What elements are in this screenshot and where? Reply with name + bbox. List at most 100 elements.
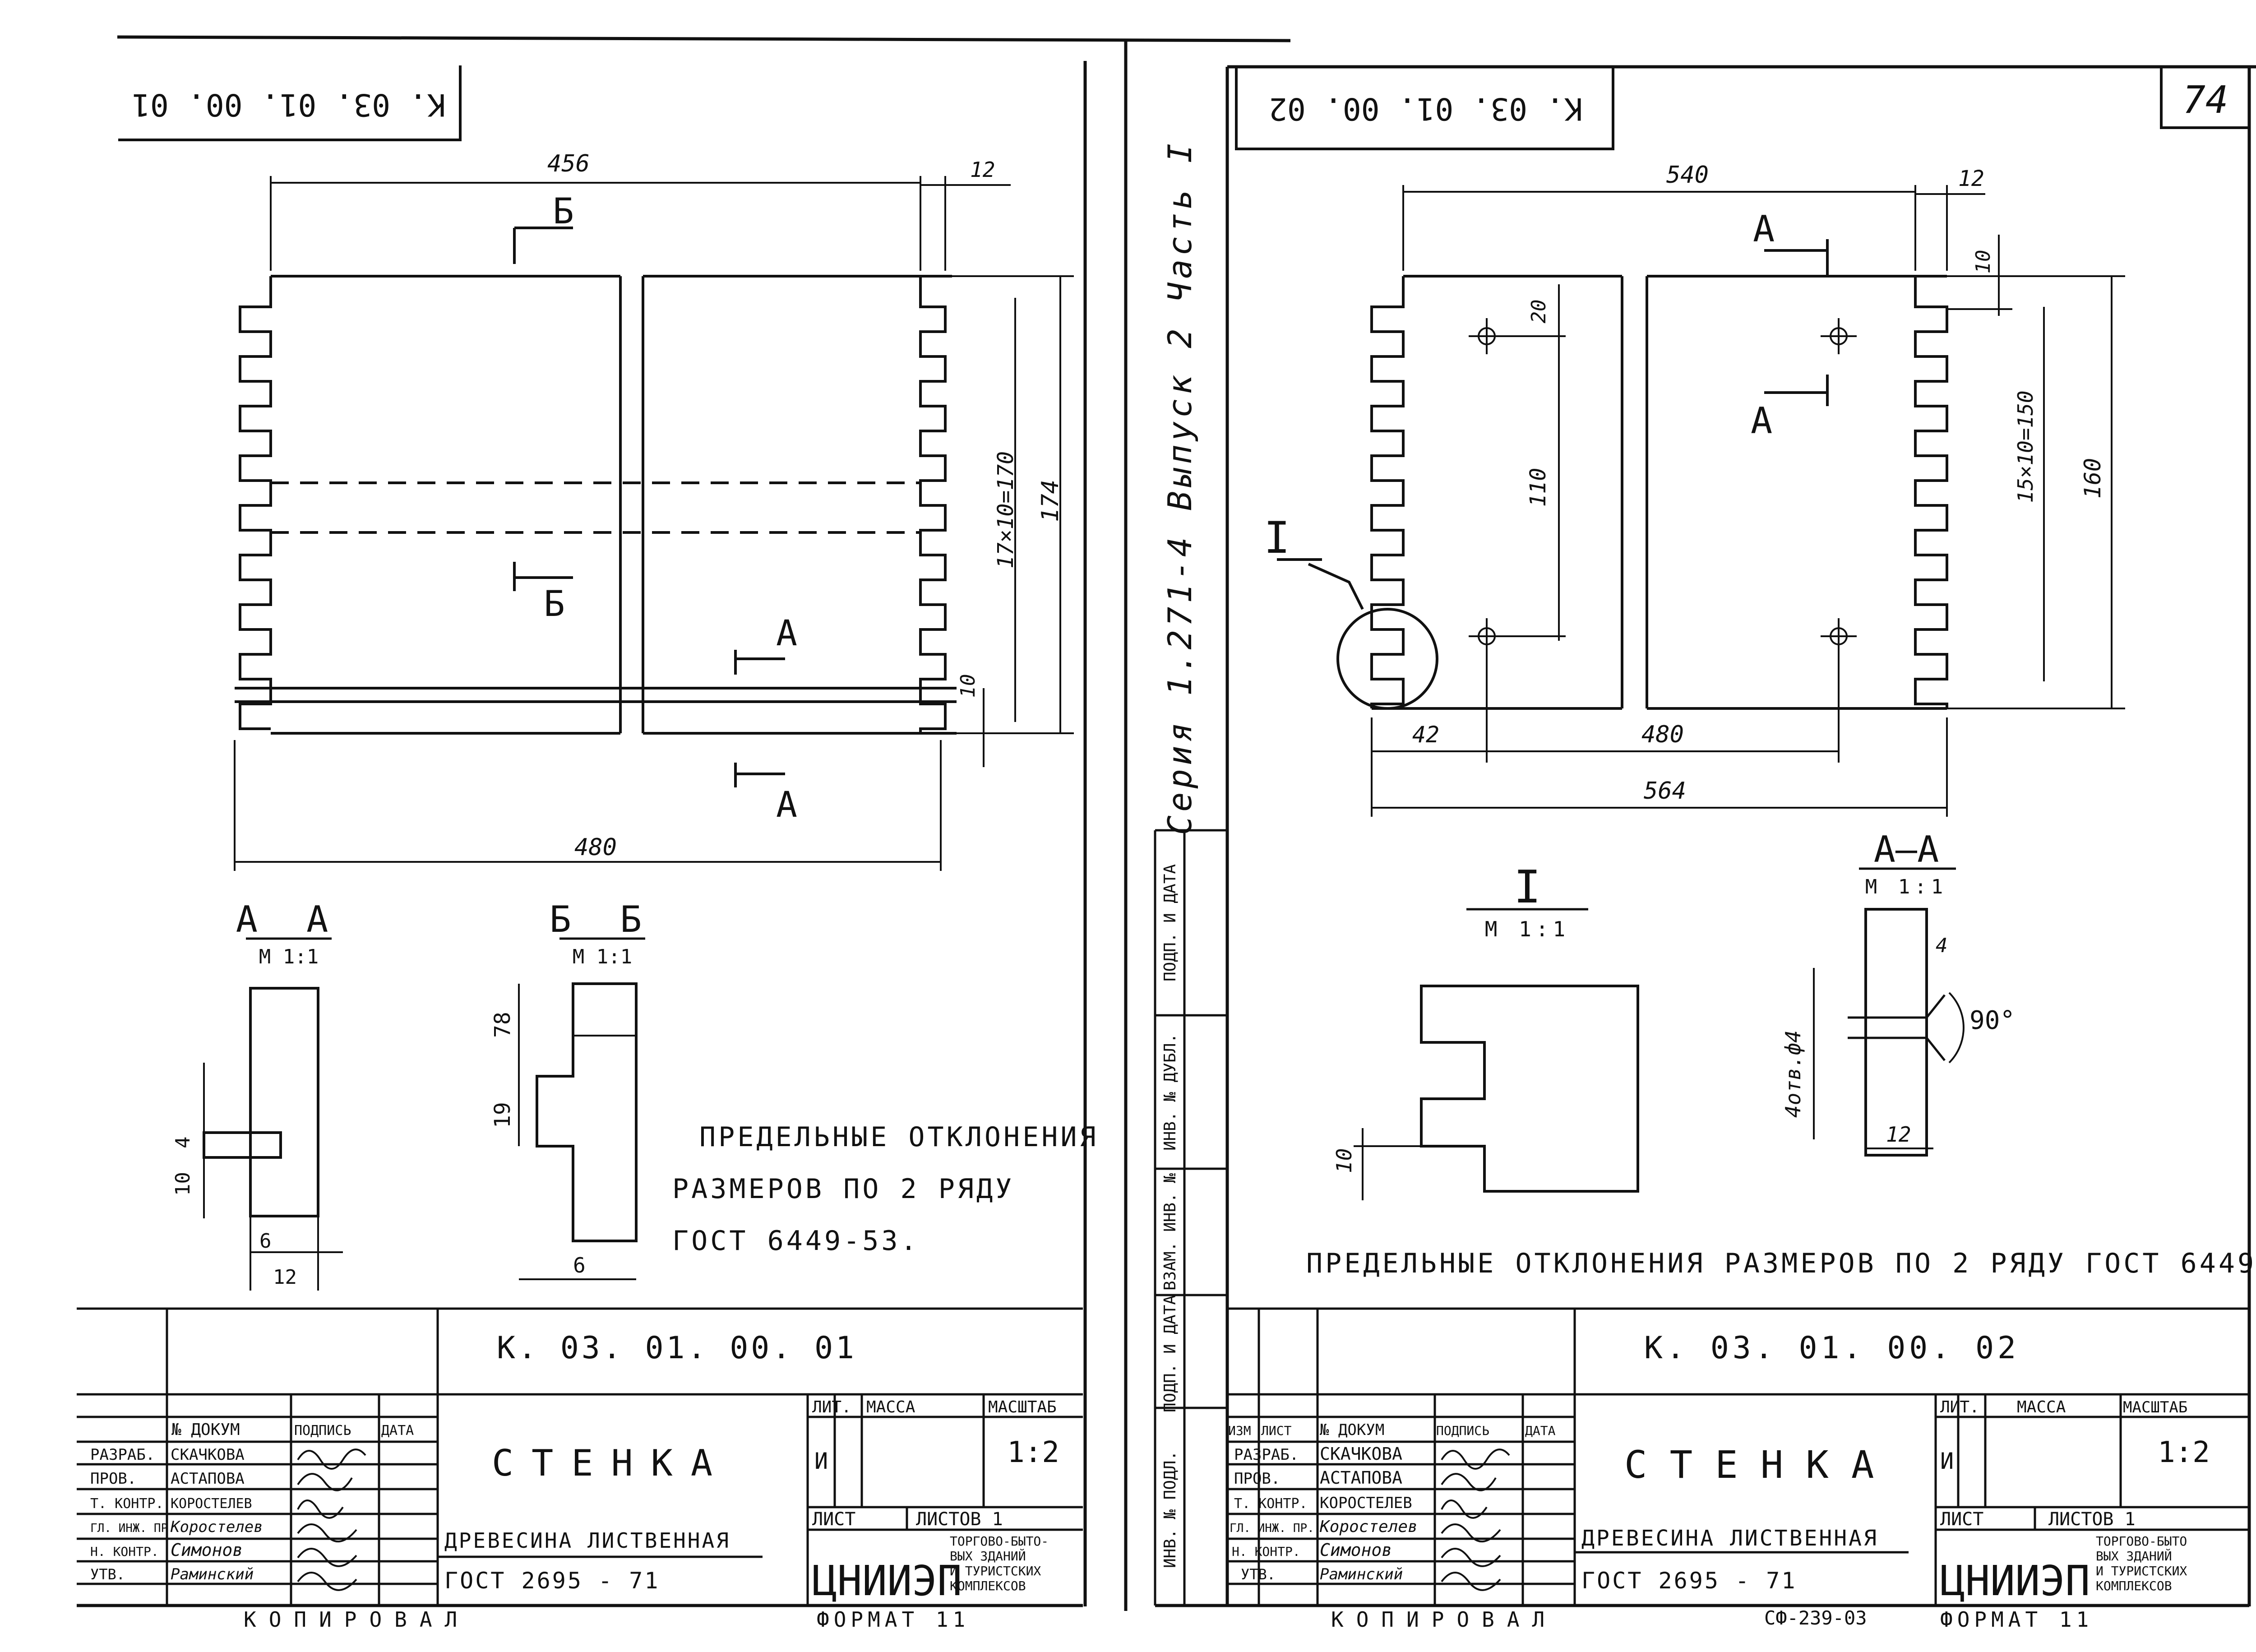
left-bb-dim-19: 19	[490, 1102, 515, 1128]
right-note: ПРЕДЕЛЬНЫЕ ОТКЛОНЕНИЯ РАЗМЕРОВ ПО 2 РЯДУ…	[1306, 1248, 2256, 1279]
right-dim-10: 10	[1972, 250, 1995, 274]
right-tb-person-4: Симонов	[1320, 1540, 1392, 1560]
right-tb-lit: ЛИТ.	[1940, 1398, 1979, 1416]
side-label-2: ВЗАМ. ИНВ. №	[1161, 1173, 1179, 1291]
left-note-line3: ГОСТ 6449-53.	[672, 1225, 920, 1257]
left-note-line1: ПРЕДЕЛЬНЫЕ ОТКЛОНЕНИЯ	[699, 1121, 1099, 1153]
right-mark-a2: А	[1751, 400, 1772, 442]
left-footer-format: ФОРМАТ 11	[817, 1607, 970, 1632]
left-section-aa: А А М 1:1 4 10 6 12	[171, 898, 343, 1291]
left-footer-copy: КОПИРОВАЛ	[244, 1607, 470, 1632]
left-tb-sheet: ЛИСТ	[812, 1509, 855, 1530]
left-tb-code: К. 03. 01. 00. 01	[497, 1330, 857, 1366]
left-stamp-code: К. 03. 01. 00. 01	[132, 87, 446, 122]
left-tb-head-doc: № ДОКУМ	[171, 1421, 240, 1439]
left-tb-head-date: ДАТА	[381, 1423, 414, 1439]
side-label-3: ИНВ. № ДУБЛ.	[1161, 1033, 1179, 1151]
right-tb-person-2: КОРОСТЕЛЕВ	[1320, 1494, 1412, 1512]
right-tb-scale-label: МАСШТАБ	[2123, 1398, 2187, 1416]
left-tb-org-desc-1: ВЫХ ЗДАНИЙ	[950, 1548, 1026, 1564]
left-wall-right-teeth	[919, 276, 947, 733]
left-title-block	[77, 1307, 1083, 1606]
left-tb-role-2: Т. КОНТР.	[90, 1496, 164, 1512]
right-tb-org-desc-3: КОМПЛЕКСОВ	[2096, 1578, 2172, 1593]
right-tb-sheets: ЛИСТОВ 1	[2048, 1509, 2136, 1530]
left-tb-org-desc-2: И ТУРИСТСКИХ	[950, 1564, 1041, 1578]
right-tb-head-list: ЛИСТ	[1261, 1423, 1292, 1438]
left-dim-pitch: 17×10=170	[993, 451, 1018, 569]
right-dim-540: 540	[1666, 162, 1709, 189]
right-tb-role-3: ГЛ. ИНЖ. ПР.	[1230, 1522, 1314, 1535]
left-aa-dim-4: 4	[171, 1137, 194, 1149]
left-mark-b1: Б	[553, 191, 574, 232]
right-tb-lit-value: И	[1940, 1448, 1954, 1474]
right-title-block	[1227, 1307, 2249, 1606]
left-tb-role-1: ПРОВ.	[90, 1470, 136, 1488]
left-tb-material: ДРЕВЕСИНА ЛИСТВЕННАЯ	[444, 1528, 730, 1553]
right-tb-role-4: Н. КОНТР.	[1232, 1544, 1300, 1559]
right-dim-42: 42	[1412, 722, 1439, 748]
left-tb-role-3: ГЛ. ИНЖ. ПР.	[90, 1522, 175, 1535]
left-tb-org: ЦНИИЭП	[812, 1557, 962, 1605]
detail-circle	[1336, 608, 1438, 710]
left-tb-lit-value: И	[814, 1448, 828, 1474]
left-stamp-box: К. 03. 01. 00. 01	[118, 65, 462, 141]
left-tb-lit: ЛИТ.	[812, 1398, 851, 1416]
right-section-aa: А–А М 1:1 4 4отв.ф4 90° 12	[1781, 828, 2015, 1157]
left-aa-dim-10: 10	[171, 1172, 194, 1196]
side-label-1: ПОДП. И ДАТА	[1161, 1295, 1179, 1412]
right-dim-20: 20	[1527, 300, 1550, 324]
right-tb-sheet: ЛИСТ	[1940, 1509, 1983, 1530]
right-mark-a1: А	[1753, 208, 1775, 250]
right-dim-pitch: 15×10=150	[2013, 390, 2038, 503]
left-dim-10: 10	[957, 674, 980, 698]
left-tb-mass: МАССА	[866, 1398, 915, 1416]
left-bb-scale: М 1:1	[573, 945, 632, 968]
left-tb-gost: ГОСТ 2695 - 71	[444, 1568, 660, 1594]
left-note-line2: РАЗМЕРОВ ПО 2 РЯДУ	[672, 1173, 1014, 1205]
right-tb-mass: МАССА	[2017, 1398, 2066, 1416]
left-note: ПРЕДЕЛЬНЫЕ ОТКЛОНЕНИЯ РАЗМЕРОВ ПО 2 РЯДУ…	[672, 1121, 1099, 1257]
right-tb-name: СТЕНКА	[1624, 1443, 1896, 1487]
right-signatures	[1441, 1448, 1510, 1591]
left-tb-person-5: Раминский	[171, 1565, 254, 1583]
right-dim-12: 12	[1958, 166, 1984, 191]
right-tb-head-doc: № ДОКУМ	[1320, 1421, 1384, 1439]
left-section-marks	[513, 227, 785, 787]
right-wall-drawing	[1277, 275, 1948, 710]
right-tb-head-date: ДАТА	[1525, 1423, 1556, 1438]
left-aa-title: А А	[236, 898, 342, 940]
left-aa-dim-6: 6	[259, 1230, 272, 1253]
page-number: 74	[2182, 78, 2228, 122]
right-tb-org-desc-2: И ТУРИСТСКИХ	[2096, 1564, 2187, 1578]
right-detail-dim-10: 10	[1332, 1148, 1356, 1173]
left-bb-title: Б Б	[550, 898, 656, 940]
sheet-frames	[77, 35, 2256, 1611]
right-dim-480: 480	[1641, 721, 1684, 748]
left-aa-dim-12: 12	[273, 1266, 297, 1289]
series-note: Серия 1.271-4 Выпуск 2 Часть I	[1161, 140, 1199, 835]
left-mark-b2: Б	[544, 584, 565, 625]
right-aa-dim-holes: 4отв.ф4	[1781, 1030, 1805, 1118]
right-tb-org-desc-0: ТОРГОВО-БЫТО	[2096, 1534, 2187, 1549]
binding-strip	[1154, 829, 1227, 1606]
right-tb-role-2: Т. КОНТР.	[1234, 1496, 1308, 1512]
right-wall-right-teeth	[1914, 276, 1948, 708]
right-dim-564: 564	[1644, 777, 1686, 805]
right-stamp-code: К. 03. 01. 00. 02	[1269, 91, 1583, 126]
left-section-bb: Б Б М 1:1 78 19 6	[490, 898, 656, 1280]
right-detail-i: I М 1:1 10	[1332, 861, 1639, 1200]
right-aa-dim-12: 12	[1886, 1122, 1911, 1147]
left-tb-person-4: Симонов	[171, 1540, 243, 1560]
left-tb-person-0: СКАЧКОВА	[171, 1446, 245, 1464]
right-aa-title: А–А	[1874, 828, 1939, 870]
left-tb-role-5: УТВ.	[90, 1566, 125, 1583]
right-footer-copy: КОПИРОВАЛ	[1331, 1607, 1557, 1632]
right-detail-label: I	[1264, 513, 1290, 563]
right-footer-code: СФ-239-03	[1764, 1607, 1867, 1629]
left-bb-dim-78: 78	[490, 1012, 515, 1038]
right-tb-head-sign: ПОДПИСЬ	[1436, 1423, 1489, 1438]
left-tb-role-0: РАЗРАБ.	[90, 1446, 155, 1464]
right-dimensions	[1371, 185, 2125, 817]
left-tb-scale-label: МАСШТАБ	[988, 1398, 1057, 1416]
